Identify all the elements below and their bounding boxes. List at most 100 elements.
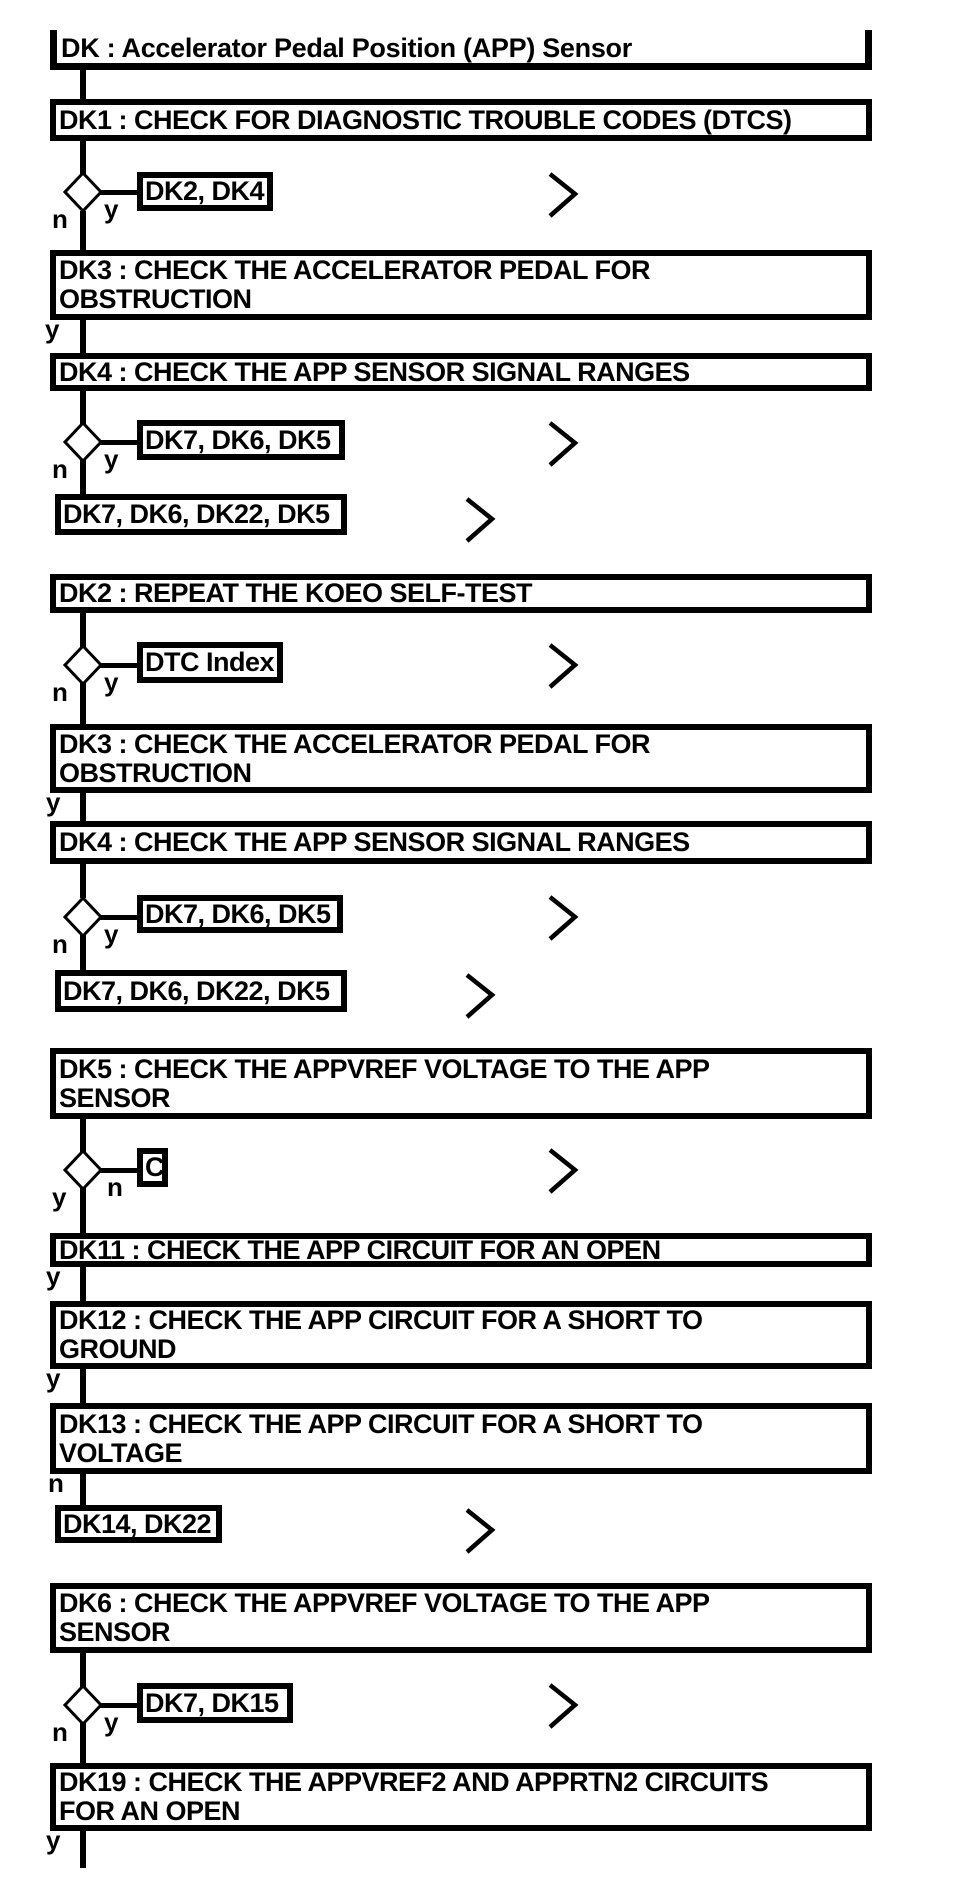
header-underline (50, 63, 872, 70)
branch-hline (100, 440, 137, 445)
exit-label: y (46, 1363, 61, 1393)
ref-box-dk7-dk15[interactable]: DK7, DK15 (137, 1683, 293, 1723)
decision-diamond (63, 421, 103, 463)
page-title: DK : Accelerator Pedal Position (APP) Se… (61, 33, 632, 63)
branch-hline (100, 915, 137, 920)
connector-vline (80, 1266, 86, 1302)
next-chevron-icon[interactable] (463, 1506, 497, 1556)
exit-label: y (46, 1825, 61, 1855)
ref-text: DK14, DK22 (63, 1508, 212, 1539)
step-box-dk3[interactable]: DK3 : CHECK THE ACCELERATOR PEDAL FOR OB… (50, 250, 872, 320)
decision-diamond (63, 896, 103, 938)
ref-box-dk7-dk6-dk22-dk5[interactable]: DK7, DK6, DK22, DK5 (55, 970, 347, 1012)
connector-vline (80, 1830, 86, 1868)
next-chevron-icon[interactable] (546, 1146, 580, 1196)
ref-text: DTC Index (145, 647, 275, 677)
ref-text: DK7, DK6, DK5 (145, 424, 331, 455)
decision-yes-label: y (104, 194, 119, 224)
step-text: SENSOR (59, 1617, 171, 1647)
connector-vline (80, 1652, 86, 1688)
branch-hline (100, 1703, 137, 1708)
ref-text: DK7, DK6, DK22, DK5 (63, 975, 330, 1006)
branch-hline (100, 1168, 137, 1173)
step-box-dk11[interactable]: DK11 : CHECK THE APP CIRCUIT FOR AN OPEN (50, 1233, 872, 1267)
next-chevron-icon[interactable] (463, 495, 497, 545)
step-box-dk1[interactable]: DK1 : CHECK FOR DIAGNOSTIC TROUBLE CODES… (50, 99, 872, 141)
decision-yes-label: y (104, 919, 119, 949)
connector-vline (80, 930, 86, 973)
decision-no-label: n (52, 929, 68, 959)
next-chevron-icon[interactable] (546, 1681, 580, 1731)
header-left-tick (50, 30, 57, 70)
branch-hline (100, 663, 137, 668)
decision-yes-label: y (52, 1182, 67, 1212)
decision-yes-label: y (104, 444, 119, 474)
step-box-dk6[interactable]: DK6 : CHECK THE APPVREF VOLTAGE TO THE A… (50, 1583, 872, 1653)
ref-box-dtc-index[interactable]: DTC Index (137, 642, 283, 683)
ref-text: DK7, DK15 (145, 1687, 279, 1718)
step-text: DK3 : CHECK THE ACCELERATOR PEDAL FOR (59, 728, 651, 759)
exit-label: y (46, 787, 61, 817)
next-chevron-icon[interactable] (546, 419, 580, 469)
next-chevron-icon[interactable] (546, 170, 580, 220)
step-text: DK2 : REPEAT THE KOEO SELF-TEST (59, 578, 533, 608)
step-text: DK5 : CHECK THE APPVREF VOLTAGE TO THE A… (59, 1053, 710, 1084)
decision-diamond (63, 1684, 103, 1726)
ref-text: DK7, DK6, DK5 (145, 898, 331, 929)
step-text: DK4 : CHECK THE APP SENSOR SIGNAL RANGES (59, 356, 690, 387)
connector-vline (80, 1186, 86, 1234)
decision-no-label: n (52, 677, 68, 707)
step-text: SENSOR (59, 1082, 171, 1113)
step-box-dk13[interactable]: DK13 : CHECK THE APP CIRCUIT FOR A SHORT… (50, 1403, 872, 1474)
step-text: DK11 : CHECK THE APP CIRCUIT FOR AN OPEN (59, 1234, 661, 1265)
ref-text: DK7, DK6, DK22, DK5 (63, 499, 330, 529)
step-text: DK19 : CHECK THE APPVREF2 AND APPRTN2 CI… (59, 1767, 769, 1797)
exit-label: y (46, 1261, 61, 1291)
decision-yes-label: y (104, 1707, 119, 1737)
connector-vline (80, 141, 86, 174)
step-text: DK13 : CHECK THE APP CIRCUIT FOR A SHORT… (59, 1408, 703, 1439)
step-text: DK6 : CHECK THE APPVREF VOLTAGE TO THE A… (59, 1588, 710, 1618)
step-text: DK3 : CHECK THE ACCELERATOR PEDAL FOR (59, 255, 651, 285)
branch-hline (100, 190, 137, 195)
decision-diamond (63, 1149, 103, 1191)
next-chevron-icon[interactable] (546, 893, 580, 943)
connector-vline (80, 612, 86, 649)
step-text: OBSTRUCTION (59, 284, 252, 314)
step-box-dk3[interactable]: DK3 : CHECK THE ACCELERATOR PEDAL FOR OB… (50, 724, 872, 793)
step-box-dk4[interactable]: DK4 : CHECK THE APP SENSOR SIGNAL RANGES (50, 353, 872, 391)
next-chevron-icon[interactable] (546, 641, 580, 691)
ref-box-dk14-dk22[interactable]: DK14, DK22 (55, 1505, 222, 1543)
ref-box-dk7-dk6-dk22-dk5[interactable]: DK7, DK6, DK22, DK5 (55, 494, 347, 535)
step-text: OBSTRUCTION (59, 757, 252, 788)
step-text: DK12 : CHECK THE APP CIRCUIT FOR A SHORT… (59, 1305, 703, 1335)
exit-label: y (45, 314, 60, 344)
connector-vline (80, 1473, 86, 1508)
ref-text: DK2, DK4 (145, 176, 265, 206)
ref-box-dk7-dk6-dk5[interactable]: DK7, DK6, DK5 (137, 895, 343, 933)
step-box-dk2[interactable]: DK2 : REPEAT THE KOEO SELF-TEST (50, 574, 872, 613)
decision-no-label: n (52, 204, 68, 234)
step-box-dk5[interactable]: DK5 : CHECK THE APPVREF VOLTAGE TO THE A… (50, 1048, 872, 1119)
connector-vline (80, 390, 86, 426)
decision-diamond (63, 644, 103, 686)
step-box-dk4[interactable]: DK4 : CHECK THE APP SENSOR SIGNAL RANGES (50, 821, 872, 864)
step-text: FOR AN OPEN (59, 1796, 241, 1826)
connector-vline (80, 1118, 86, 1152)
connector-vline (80, 682, 86, 726)
next-chevron-icon[interactable] (463, 971, 497, 1021)
connector-vline (80, 211, 86, 251)
ref-box-dk7-dk6-dk5[interactable]: DK7, DK6, DK5 (137, 420, 345, 460)
connector-vline (80, 1368, 86, 1404)
ref-box-dk2-dk4[interactable]: DK2, DK4 (137, 172, 273, 211)
step-box-dk19[interactable]: DK19 : CHECK THE APPVREF2 AND APPRTN2 CI… (50, 1763, 872, 1831)
connector-vline (80, 318, 86, 354)
exit-label: n (48, 1468, 64, 1498)
ref-box-c[interactable]: C (137, 1148, 168, 1187)
connector-vline (80, 791, 86, 822)
connector-vline (80, 863, 86, 898)
connector-vline (80, 70, 86, 100)
decision-diamond (63, 171, 103, 213)
step-box-dk12[interactable]: DK12 : CHECK THE APP CIRCUIT FOR A SHORT… (50, 1301, 872, 1369)
